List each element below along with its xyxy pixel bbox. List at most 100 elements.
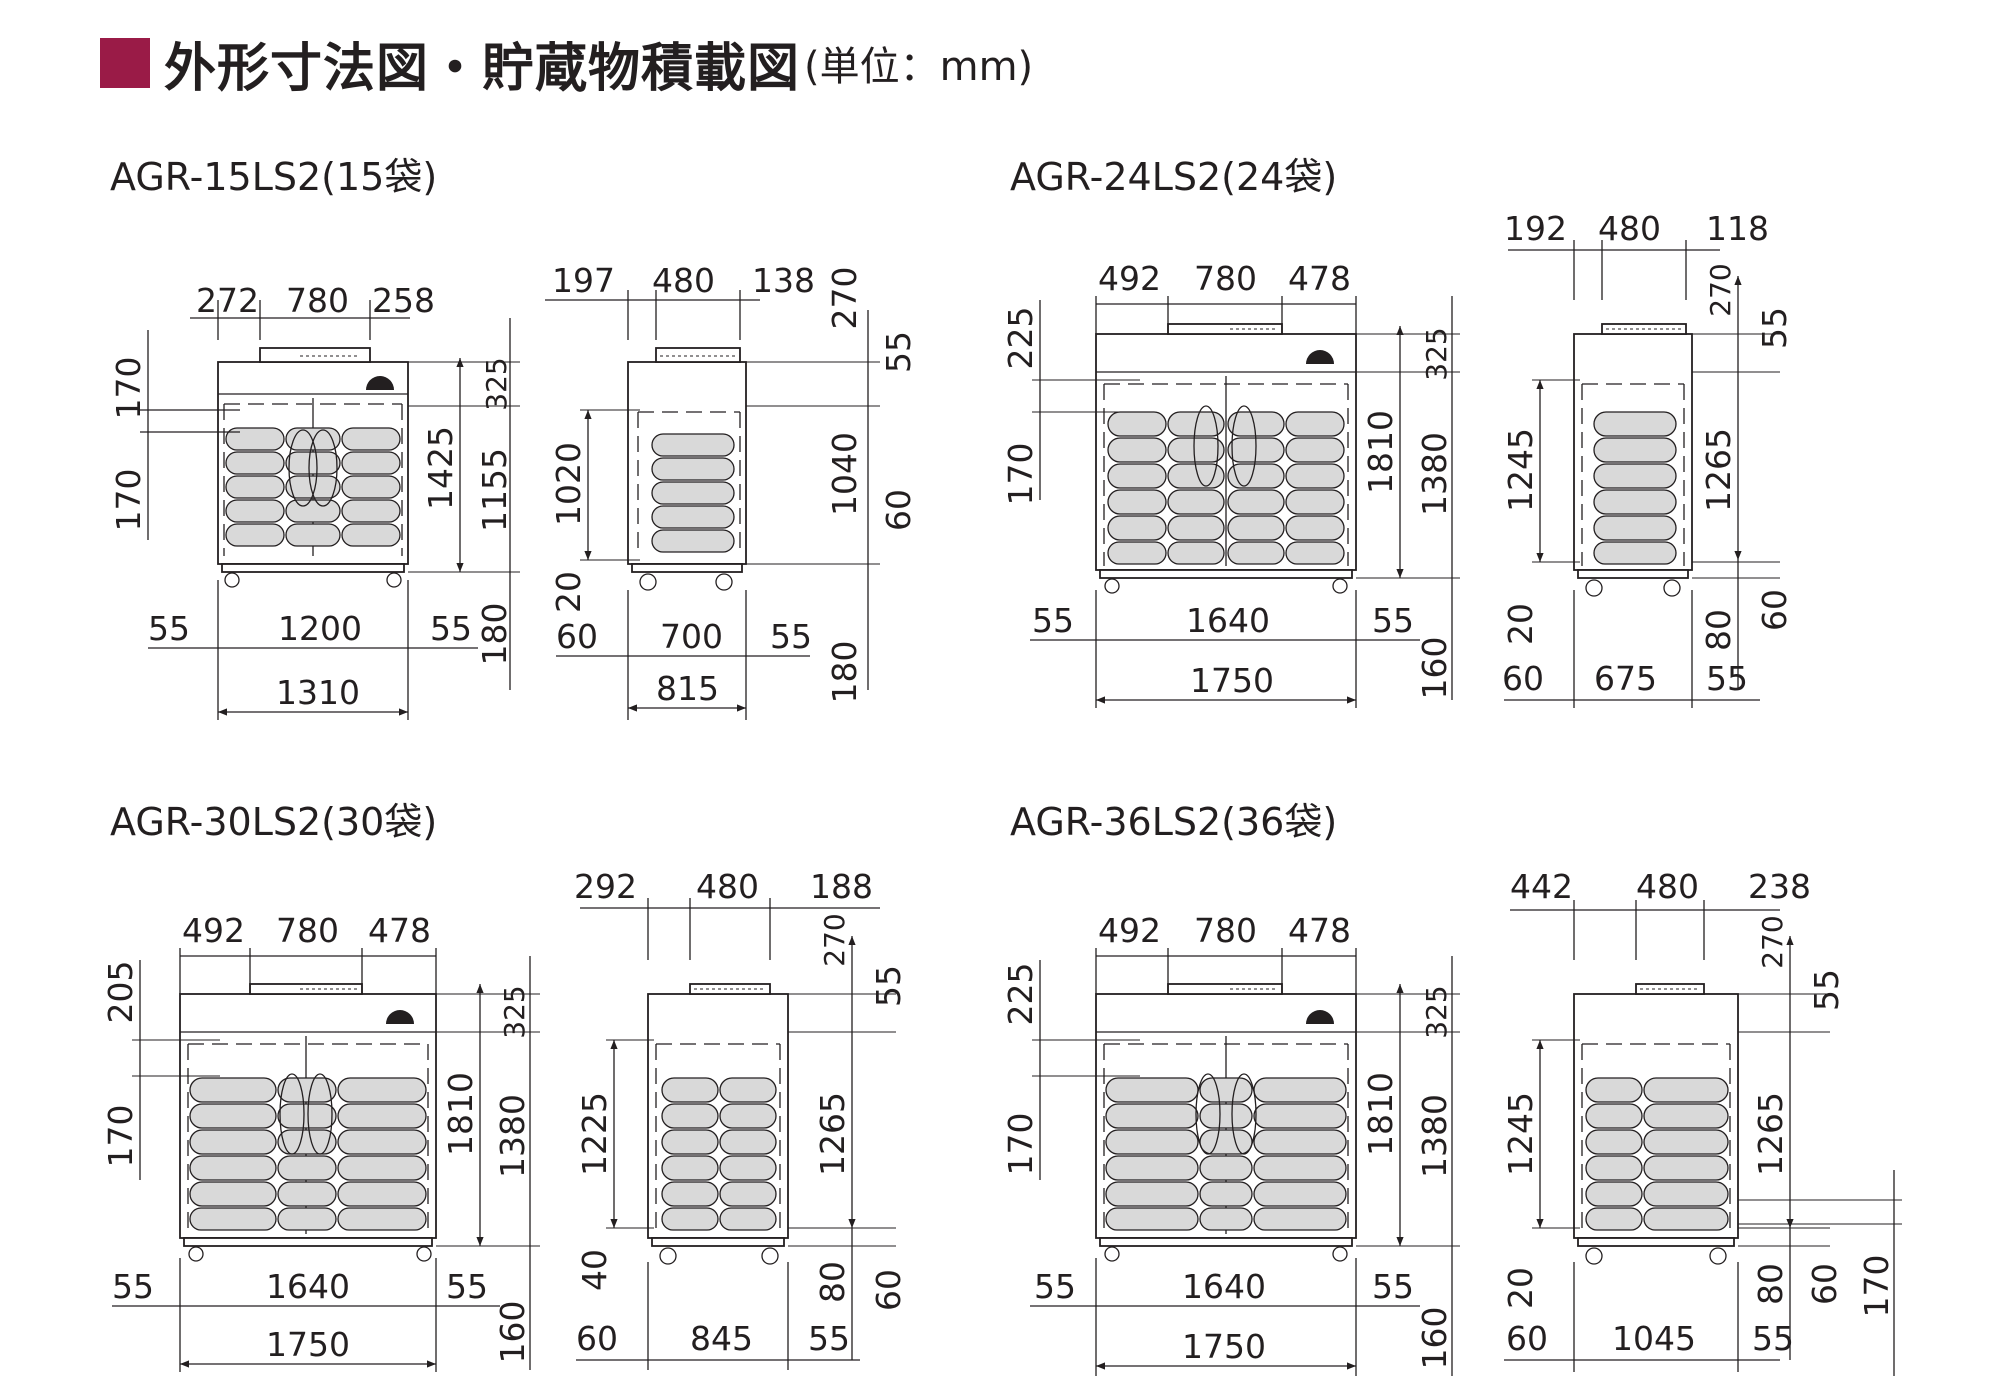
dim-bottom-right: 55	[430, 609, 472, 648]
dim-right-inner: 1265	[813, 1092, 852, 1176]
dim-left-height: 1245	[1501, 428, 1540, 512]
dim-bottom-mid: 1640	[1186, 601, 1270, 640]
dim-top-mid: 480	[652, 261, 715, 300]
dim-right-upper: 55	[869, 965, 908, 1007]
dim-right-inner: 1265	[1699, 428, 1738, 512]
dim-bottom-left: 55	[1034, 1267, 1076, 1306]
header-accent-square	[100, 38, 150, 88]
dim-left-bottom: 170	[1001, 443, 1040, 506]
dim-left-small: 20	[549, 571, 588, 613]
bag-stack	[189, 1073, 427, 1231]
dim-right-lower: 80	[1751, 1263, 1790, 1305]
bag-stack	[1593, 411, 1677, 565]
dim-right-lower: 80	[813, 1261, 852, 1303]
side-view: 292 480 188 1225 40 270 55 1265 80 60 60…	[574, 867, 908, 1370]
model-agr-15ls2: AGR-15LS2(15袋)	[109, 155, 918, 720]
dim-top-left: 492	[1098, 259, 1161, 298]
model-label: AGR-15LS2(15袋)	[110, 155, 437, 199]
dim-right-height: 1810	[1361, 1072, 1400, 1156]
dim-top-mid: 780	[286, 281, 349, 320]
dim-left-top: 170	[109, 357, 148, 420]
dim-top-right: 478	[368, 911, 431, 950]
dim-top-left: 197	[552, 261, 615, 300]
dim-right-height: 1810	[1361, 410, 1400, 494]
dim-left-bottom: 170	[109, 469, 148, 532]
dim-right-top: 325	[480, 357, 513, 410]
bag-stack	[1105, 1073, 1347, 1231]
dim-right-inner: 1380	[493, 1094, 532, 1178]
dim-left-bottom: 170	[1001, 1113, 1040, 1176]
dim-bottom-left: 60	[1502, 659, 1544, 698]
dim-left-height: 1020	[549, 442, 588, 526]
dim-overall-width: 1750	[1182, 1327, 1266, 1366]
front-view: 272 780 258 170 170 1425 325 1155 180 55…	[109, 281, 520, 720]
dim-top-mid: 480	[696, 867, 759, 906]
page-header: 外形寸法図・貯蔵物積載図 (単位：mm)	[100, 28, 1034, 99]
dim-right-lower: 80	[1699, 609, 1738, 651]
dim-right-inner: 1155	[475, 448, 514, 532]
dim-bottom-mid: 1200	[278, 609, 362, 648]
dim-top-left: 442	[1510, 867, 1573, 906]
dim-top-left: 272	[196, 281, 259, 320]
dim-bottom-right: 55	[446, 1267, 488, 1306]
dim-bottom-right: 55	[1372, 601, 1414, 640]
dim-right-top: 325	[498, 985, 531, 1038]
dim-top-left: 492	[1098, 911, 1161, 950]
dim-right-base: 60	[869, 1269, 908, 1311]
dim-bottom-mid: 675	[1594, 659, 1657, 698]
dim-left-height: 1225	[575, 1092, 614, 1176]
dim-right-inner: 1265	[1751, 1092, 1790, 1176]
dim-bottom-left: 60	[576, 1319, 618, 1358]
dim-right-upper: 55	[879, 331, 918, 373]
dim-left-top: 225	[1001, 963, 1040, 1026]
dim-right-base: 160	[493, 1301, 532, 1364]
dim-top-right: 258	[372, 281, 435, 320]
dim-top-right: 238	[1748, 867, 1811, 906]
dim-left-small: 20	[1501, 603, 1540, 645]
dim-left-bottom: 170	[101, 1105, 140, 1168]
model-agr-36ls2: AGR-36LS2(36袋) 492 780 478	[1001, 800, 1902, 1376]
dim-bottom-mid: 1640	[1182, 1267, 1266, 1306]
dim-bottom-right: 55	[1706, 659, 1748, 698]
dim-right-base: 180	[475, 603, 514, 666]
model-label: AGR-30LS2(30袋)	[110, 800, 437, 844]
unit-note: (単位：mm)	[804, 44, 1034, 90]
dim-top-right: 118	[1706, 209, 1769, 248]
dim-right-top: 270	[818, 913, 851, 966]
dim-top-left: 492	[182, 911, 245, 950]
model-label: AGR-36LS2(36袋)	[1010, 800, 1337, 844]
dim-right-top: 325	[1420, 985, 1453, 1038]
dim-right-top: 270	[825, 267, 864, 330]
dim-right-base: 160	[1415, 637, 1454, 700]
dim-right-base: 60	[1805, 1263, 1844, 1305]
dim-top-right: 138	[752, 261, 815, 300]
dim-bottom-left: 55	[1032, 601, 1074, 640]
bag-stack	[661, 1077, 777, 1231]
dim-right-base: 180	[825, 641, 864, 704]
dim-right-inner: 1380	[1415, 1094, 1454, 1178]
dim-top-mid: 780	[276, 911, 339, 950]
dim-bottom-mid: 845	[690, 1319, 753, 1358]
dim-overall-width: 815	[656, 669, 719, 708]
bag-stack	[225, 427, 401, 547]
dim-bottom-right: 55	[770, 617, 812, 656]
dim-bottom-left: 55	[112, 1267, 154, 1306]
dim-right-lower: 60	[879, 489, 918, 531]
dim-overall-width: 1310	[276, 673, 360, 712]
dim-left-top: 205	[101, 961, 140, 1024]
dim-left-small: 40	[575, 1249, 614, 1291]
dim-top-mid: 480	[1636, 867, 1699, 906]
dim-bottom-mid: 1045	[1612, 1319, 1696, 1358]
model-label: AGR-24LS2(24袋)	[1010, 155, 1337, 199]
dim-overall-width: 1750	[266, 1325, 350, 1364]
dim-right-top: 325	[1420, 327, 1453, 380]
dim-right-upper: 55	[1755, 307, 1794, 349]
front-view: 492 780 478 225 170 1810 325 1380 160 55…	[1001, 259, 1460, 708]
dim-bottom-right: 55	[1752, 1319, 1794, 1358]
front-view: 492 780 478 225 170 1810 325 1380 160 55…	[1001, 911, 1460, 1376]
dim-right-top: 270	[1756, 915, 1789, 968]
dim-bottom-right: 55	[1372, 1267, 1414, 1306]
model-agr-24ls2: AGR-24LS2(24袋) 492 780 478	[1001, 155, 1794, 708]
dim-top-right: 478	[1288, 911, 1351, 950]
side-view: 197 480 138 1020 20 270 55 1040 60 180 6…	[545, 261, 918, 720]
